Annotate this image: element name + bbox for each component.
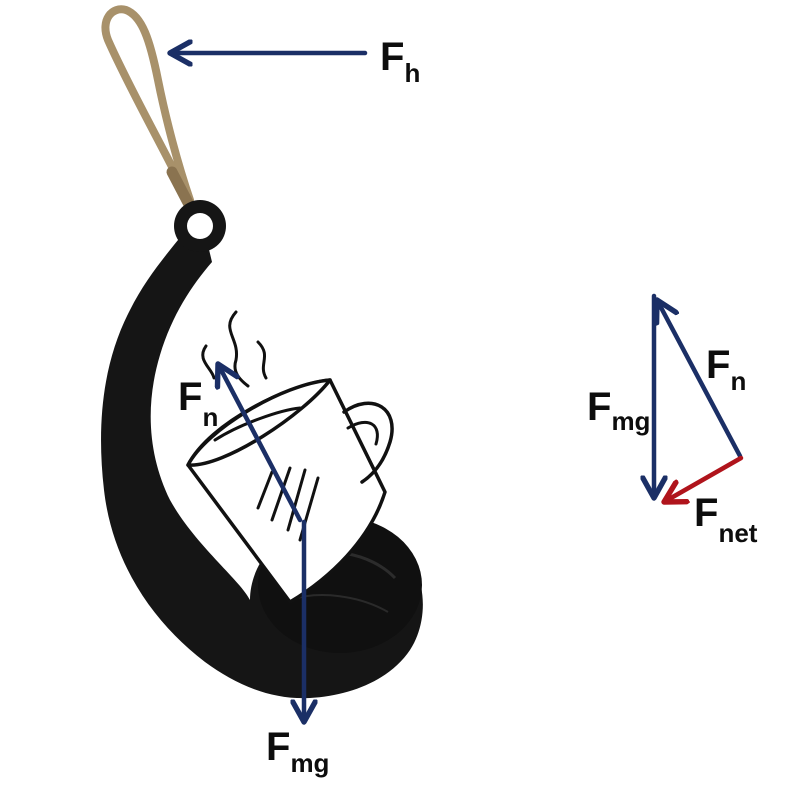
fn-cup-arrow (218, 364, 303, 523)
fmg-triangle-label: Fmg (587, 385, 650, 436)
rope-loop (101, 5, 202, 224)
fn-cup-label: Fn (178, 375, 218, 432)
fnet-triangle-arrow (664, 455, 744, 502)
steam-icon (228, 310, 250, 388)
force-triangle (654, 293, 744, 502)
fh-label: Fh (380, 35, 420, 88)
fn-triangle-label: Fn (706, 343, 746, 396)
fmg-cup-label: Fmg (266, 725, 329, 778)
fn-triangle-arrow (657, 300, 743, 459)
steam-icon (256, 340, 268, 380)
fnet-triangle-label: Fnet (694, 491, 758, 548)
steam-icon (201, 344, 216, 380)
